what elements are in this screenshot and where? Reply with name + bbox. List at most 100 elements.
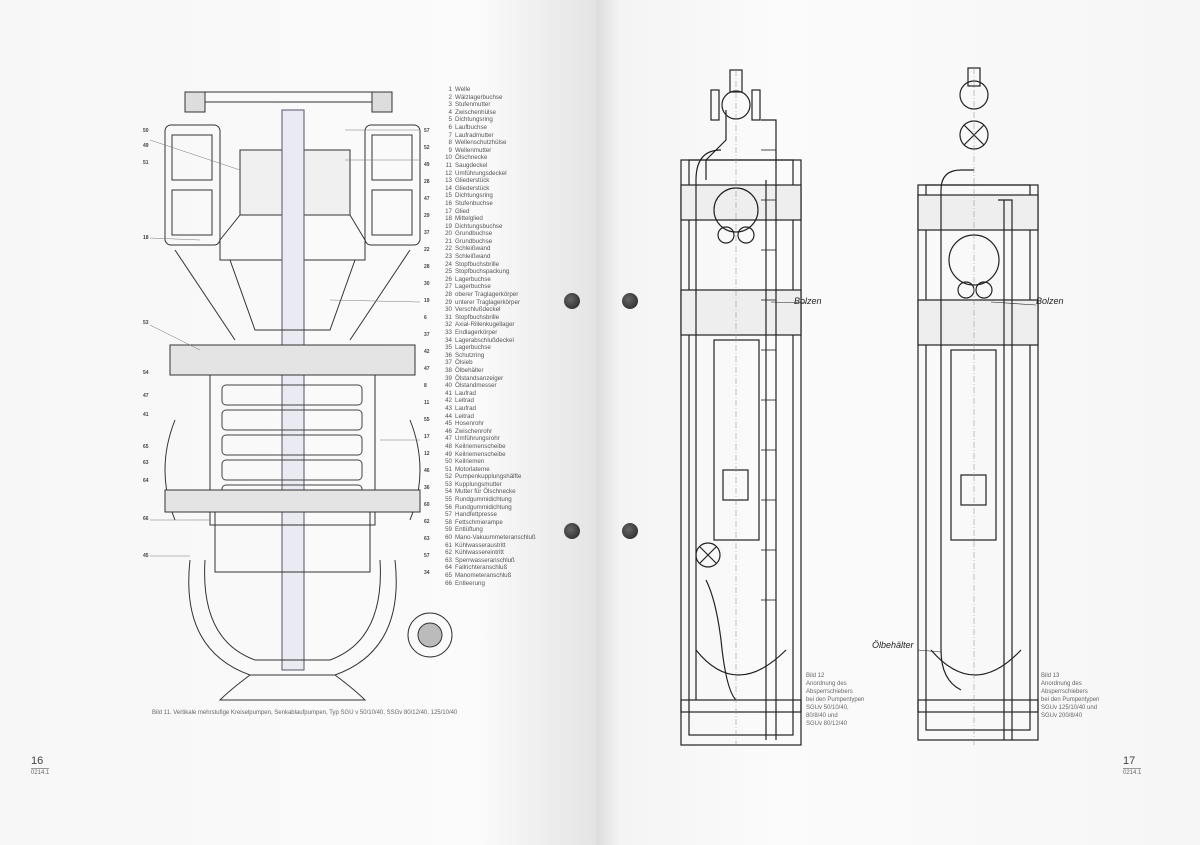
callout: 36: [424, 485, 430, 491]
legend-number: 16: [445, 199, 452, 207]
legend-text: Laufrad: [455, 389, 476, 397]
callout: 6: [424, 315, 427, 321]
legend-number: 48: [445, 442, 452, 450]
callout: 49: [143, 143, 149, 149]
legend-text: Keilriemen: [455, 458, 485, 466]
legend-text: Laufbuchse: [455, 123, 487, 131]
callout: 64: [143, 478, 149, 484]
legend-text: Umführungsdeckel: [455, 169, 507, 177]
punch-hole: [622, 293, 638, 309]
callout: 51: [143, 160, 149, 166]
legend-text: Ölsieb: [455, 359, 473, 367]
legend-text: Hosenrohr: [455, 420, 484, 428]
legend-text: unterer Traglagerkörper: [455, 298, 521, 306]
legend-number: 7: [448, 131, 452, 139]
callout: 41: [143, 412, 149, 418]
callout: 30: [424, 281, 430, 287]
legend-text: Dichtungsring: [455, 116, 493, 124]
legend-number: 24: [445, 260, 452, 268]
legend-text: Welle: [455, 86, 471, 93]
callout: 28: [424, 264, 430, 270]
legend-number: 60: [445, 534, 452, 542]
legend-text: Glied: [455, 207, 470, 215]
legend-number: 62: [445, 549, 452, 557]
legend-text: Gliederstück: [455, 177, 490, 185]
legend-text: Gliederstück: [455, 184, 490, 192]
legend-text: Stopfbuchspackung: [455, 268, 510, 276]
legend-number: 6: [448, 123, 452, 131]
callout: 47: [143, 393, 149, 399]
legend-text: Mittelglied: [455, 215, 483, 223]
caption-line: SGUv 200/8/40: [1041, 713, 1083, 719]
legend-number: 3: [448, 101, 452, 109]
legend-number: 10: [445, 154, 452, 162]
legend-text: Wälzlagerbuchse: [455, 93, 503, 101]
punch-hole: [564, 523, 580, 539]
caption-line: Anordnung des: [806, 681, 847, 687]
callout: 46: [424, 468, 430, 474]
callout: 49: [424, 162, 430, 168]
legend-text: Lagerbuchse: [455, 283, 491, 291]
callout: 28: [424, 179, 430, 185]
legend-text: Axial-Rillenkugellager: [455, 321, 515, 329]
pump-section-drawing: [149, 91, 453, 701]
legend-number: 64: [445, 564, 452, 572]
legend-number: 66: [445, 579, 452, 587]
legend-text: Ölstandmesser: [455, 382, 497, 390]
legend-text: Stopfbuchsbrille: [455, 313, 500, 321]
legend-text: Ölstandsanzeiger: [455, 374, 504, 382]
legend-number: 55: [445, 496, 452, 504]
legend-text: Entlüftung: [455, 526, 483, 534]
callout: 8: [424, 383, 427, 389]
legend-text: Lagerbuchse: [455, 344, 491, 352]
legend-number: 65: [445, 572, 452, 579]
legend-number: 4: [448, 108, 452, 116]
callout: 66: [143, 516, 149, 522]
callout: 47: [424, 196, 430, 202]
legend-text: Schleißwand: [455, 253, 491, 261]
legend-text: Grundbuchse: [455, 237, 493, 245]
legend-text: Rundgummidichtung: [455, 503, 512, 511]
legend-text: Ölbehälter: [455, 366, 484, 374]
caption-line: Anordnung des: [1041, 681, 1082, 687]
legend-number: 17: [445, 207, 452, 215]
callout: 12: [424, 451, 430, 457]
legend-text: Stufenmutter: [455, 101, 491, 109]
page-code: 0214.1: [31, 768, 50, 776]
callout: 37: [424, 332, 430, 338]
legend-text: Motorlaterne: [455, 465, 490, 473]
legend-text: Fettschmierampe: [455, 518, 503, 526]
legend-number: 31: [445, 313, 452, 321]
legend-text: Verschlußdeckel: [455, 306, 501, 314]
page-number: 17: [1123, 755, 1136, 767]
punch-hole: [622, 523, 638, 539]
callout: 17: [424, 434, 430, 440]
legend-number: 40: [445, 382, 452, 390]
legend-number: 25: [445, 268, 452, 276]
caption-line: Absperrschiebers: [1041, 689, 1088, 695]
